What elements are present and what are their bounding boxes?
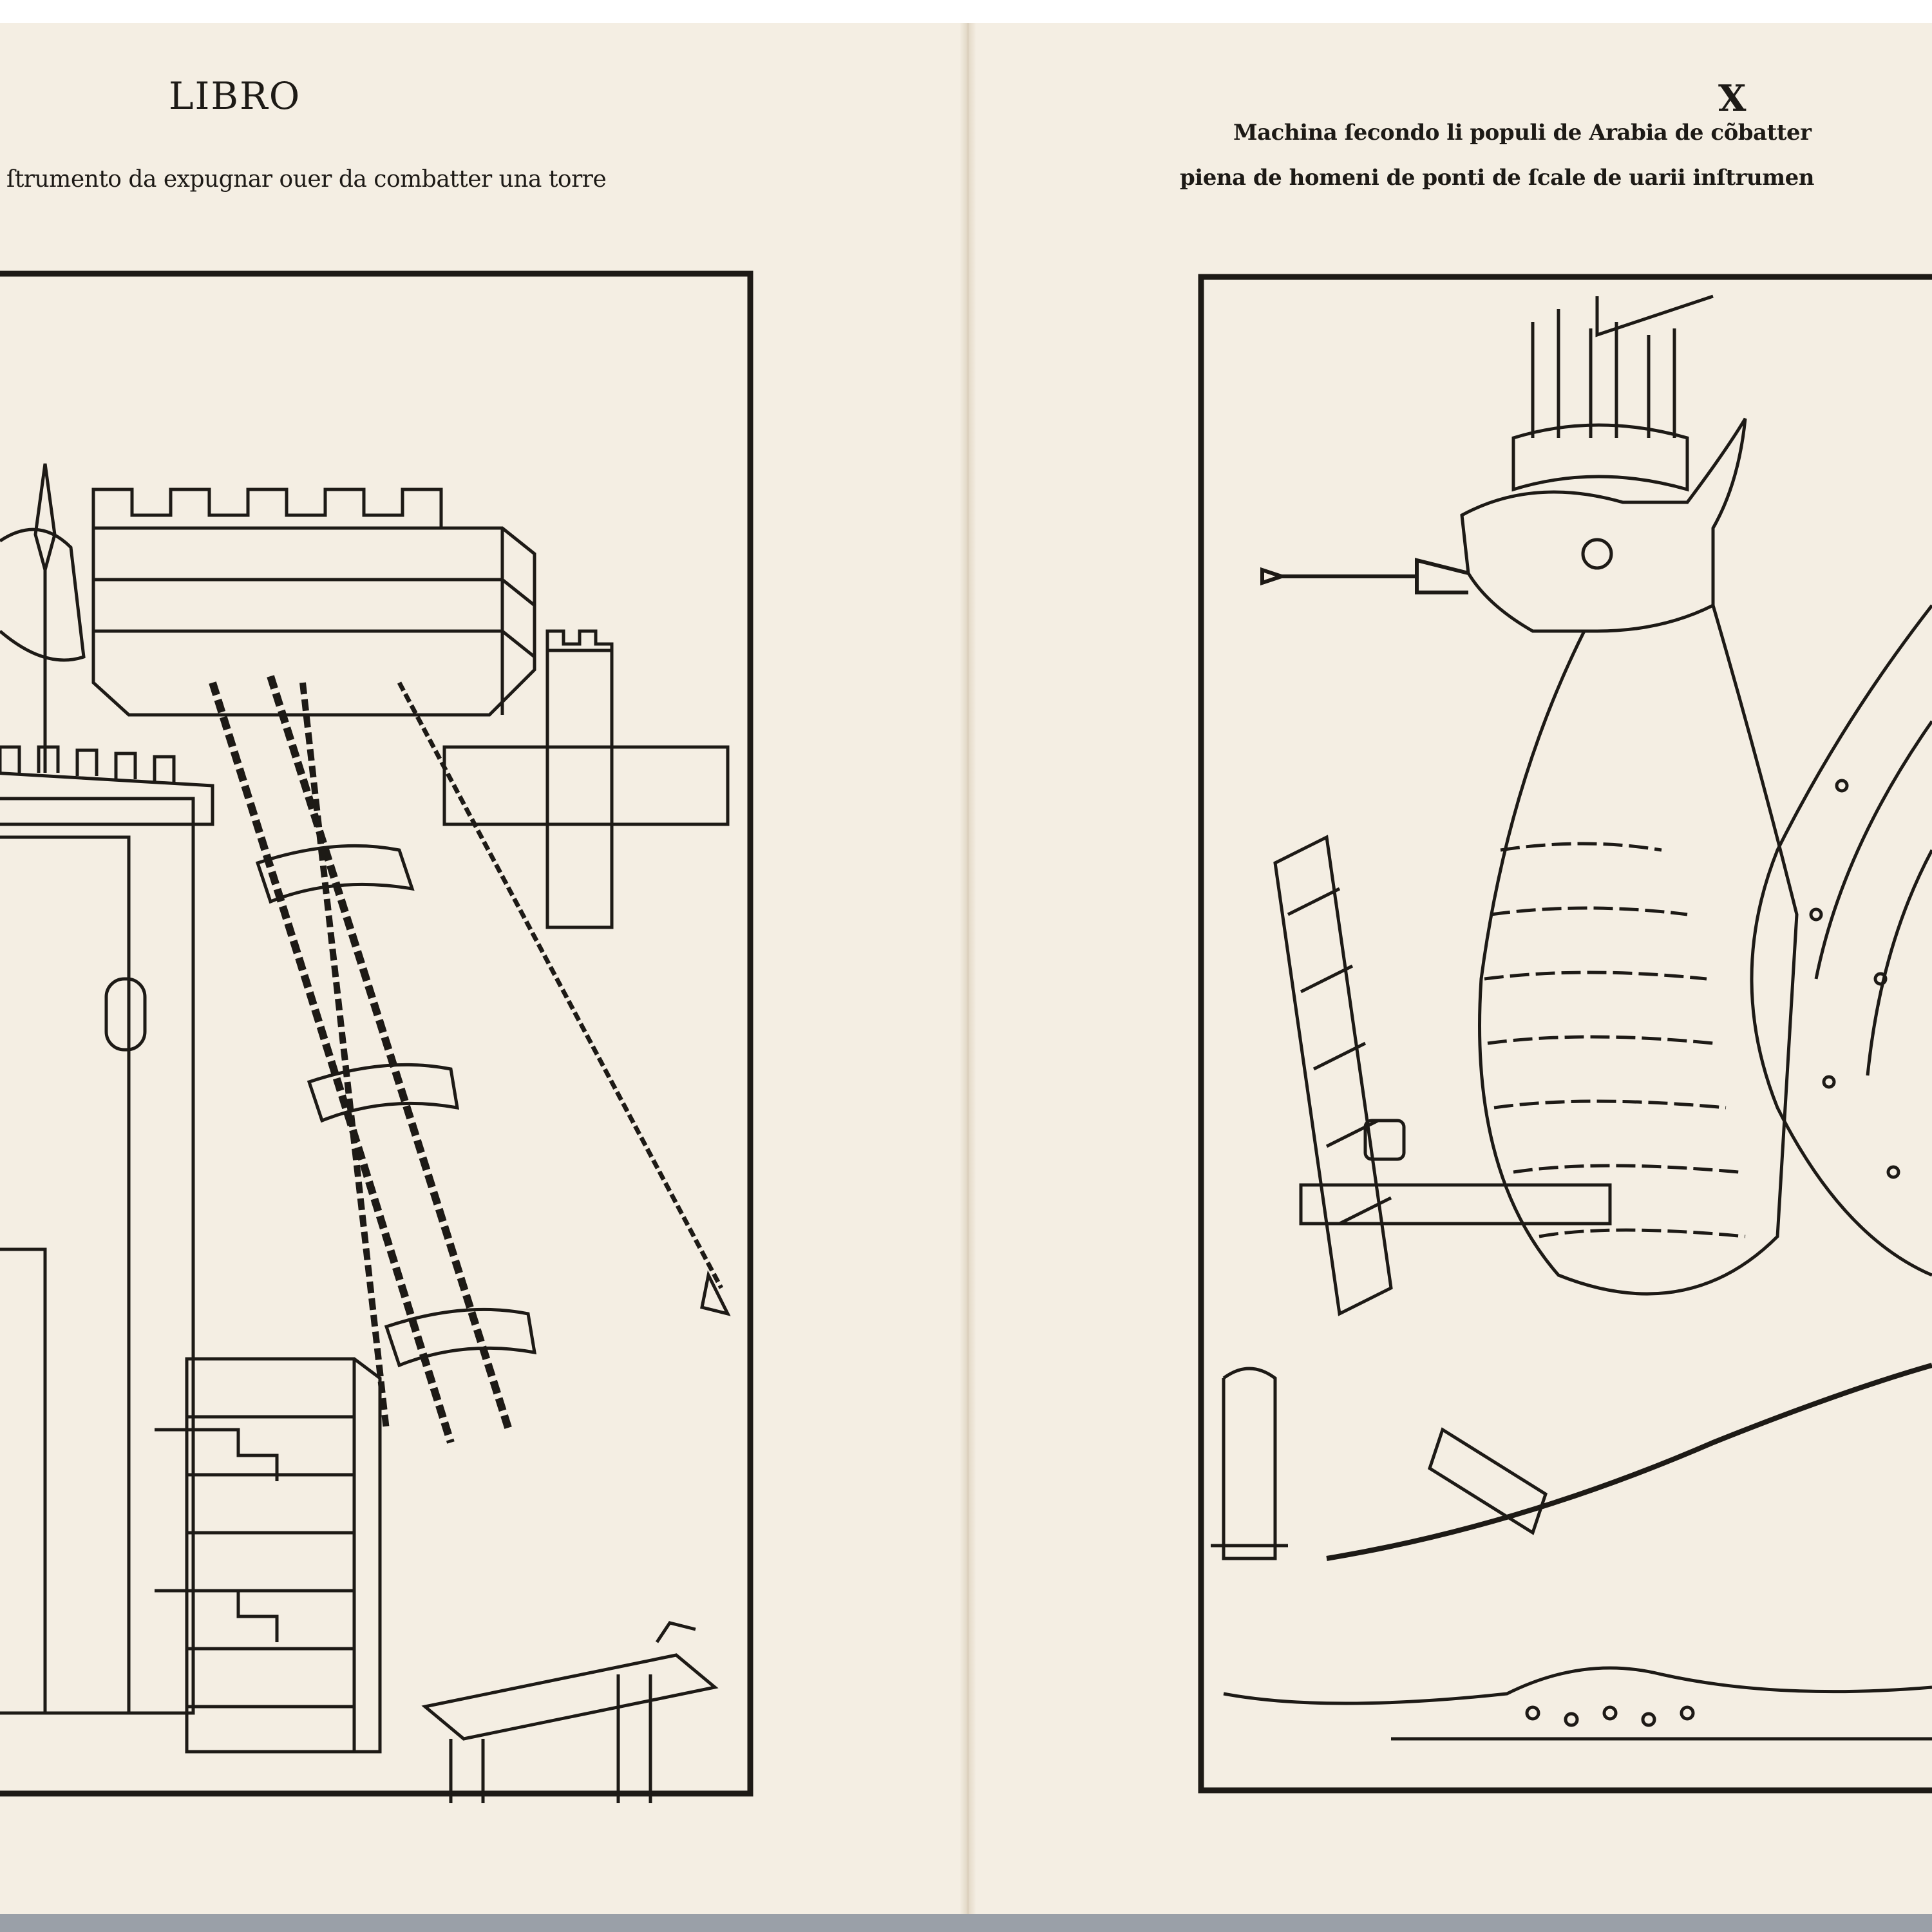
left-page-caption: ſtrumento da expugnar ouer da combatter … bbox=[6, 166, 607, 193]
right-page-caption-line-2: piena de homeni de ponti de ſcale de uar… bbox=[1180, 165, 1815, 191]
book-gutter bbox=[960, 23, 976, 1914]
folio-number: X bbox=[1718, 77, 1747, 120]
right-page-caption-line-1: Machina ſecondo li populi de Arabia de c… bbox=[1233, 120, 1812, 146]
siege-tower-woodcut bbox=[0, 270, 753, 1803]
dragon-machine-woodcut bbox=[1198, 274, 1932, 1794]
running-head: LIBRO bbox=[169, 74, 301, 118]
bottom-border bbox=[0, 1914, 1932, 1932]
